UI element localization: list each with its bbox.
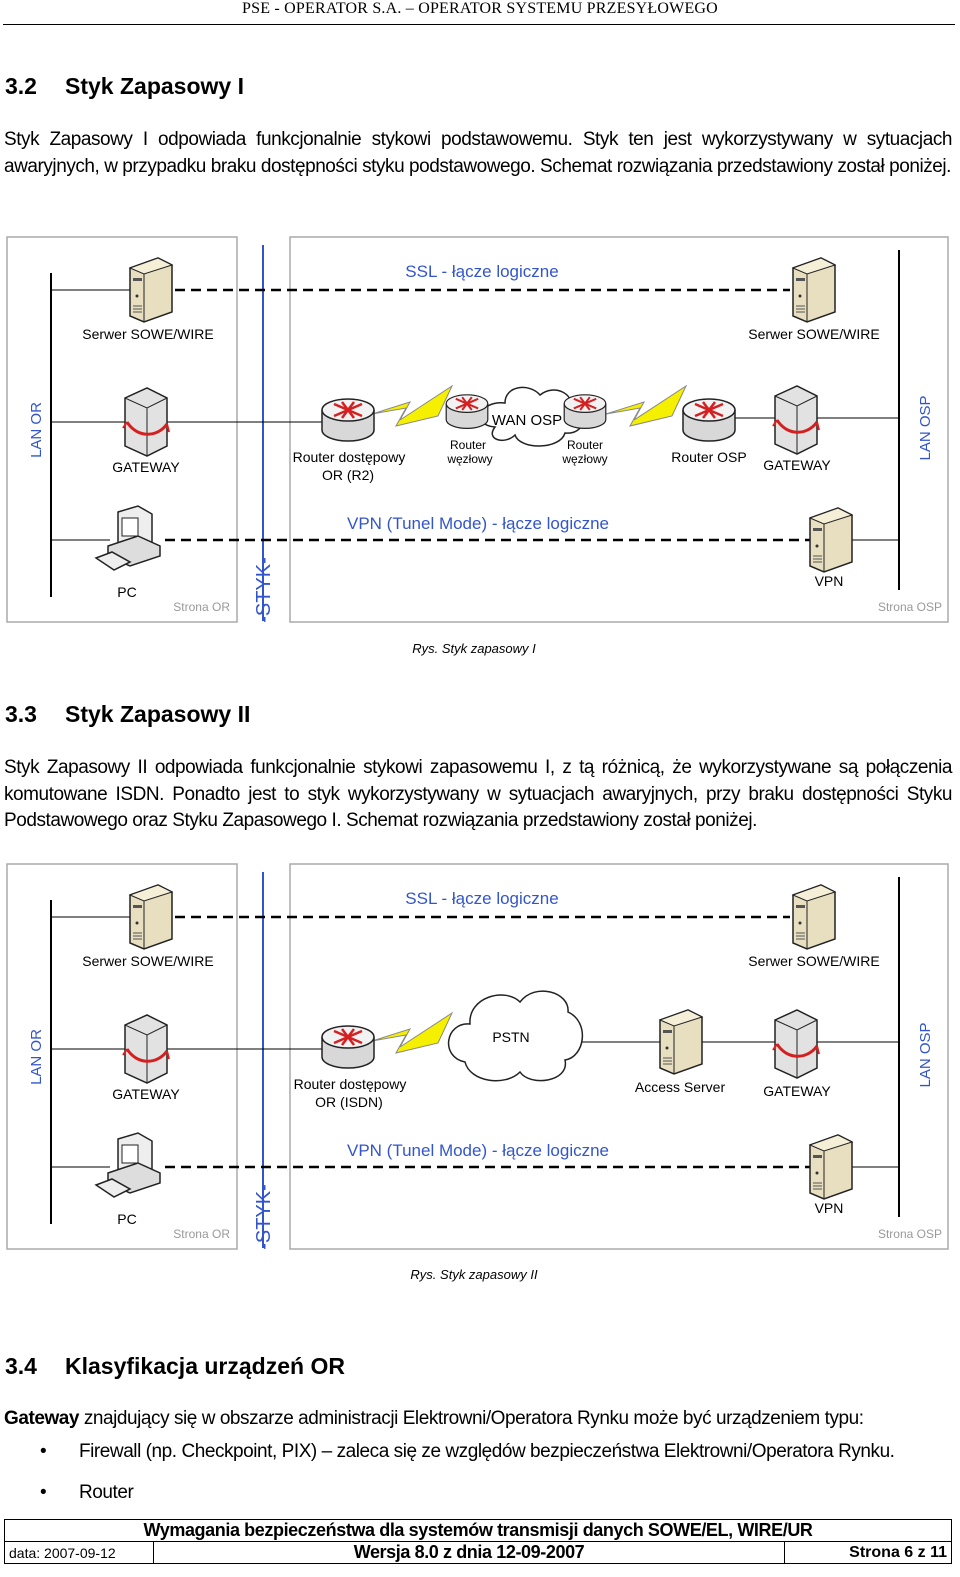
gateway-right-label: GATEWAY xyxy=(763,1083,831,1099)
gateway-left-label: GATEWAY xyxy=(112,1086,180,1102)
router-node-label: węzłowy xyxy=(561,452,607,466)
bullet-icon: • xyxy=(40,1441,47,1462)
router-node-label: Router xyxy=(450,438,486,452)
list-item-text: Firewall (np. Checkpoint, PIX) – zaleca … xyxy=(79,1441,895,1462)
router-osp-label: Router OSP xyxy=(671,449,746,465)
server-left-label: Serwer SOWE/WIRE xyxy=(82,953,213,969)
link-bolt-icon xyxy=(605,385,687,427)
strona-osp-box xyxy=(289,863,949,1250)
router-node-label: Router xyxy=(567,438,603,452)
diagram-styk-zapasowy-1: SSL - łącze logiczne Serwer SOWE/WIRE Se… xyxy=(6,236,949,623)
router-icon xyxy=(320,1024,376,1070)
server-icon xyxy=(792,884,836,950)
section-paragraph: Gateway znajdujący się w obszarze admini… xyxy=(4,1406,952,1433)
section-number: 3.4 xyxy=(5,1353,37,1379)
header-divider xyxy=(3,24,955,25)
server-icon xyxy=(129,884,173,950)
side-osp-label: Strona OSP xyxy=(878,1227,942,1241)
router-icon xyxy=(445,393,489,430)
router-access-label: Router dostępowy xyxy=(293,449,406,465)
section-number: 3.2 xyxy=(5,73,37,99)
vpn-label: VPN xyxy=(815,573,844,589)
router-access-label-2: OR (R2) xyxy=(322,467,374,483)
strona-or-box xyxy=(6,863,238,1250)
intro-text: znajdujący się w obszarze administracji … xyxy=(79,1408,864,1429)
section-paragraph: Styk Zapasowy I odpowiada funkcjonalnie … xyxy=(4,129,952,177)
router-access-label: Router dostępowy xyxy=(294,1076,407,1092)
section-heading-3-4: 3.4 Klasyfikacja urządzeń OR xyxy=(5,1353,345,1380)
link-bolt-icon xyxy=(371,1012,453,1054)
pc-icon xyxy=(95,505,161,571)
gateway-icon xyxy=(121,1013,171,1085)
server-right-label: Serwer SOWE/WIRE xyxy=(748,326,879,342)
side-or-label: Strona OR xyxy=(173,1227,230,1241)
bullet-icon: • xyxy=(40,1482,47,1503)
page-footer: Wymagania bezpieczeństwa dla systemów tr… xyxy=(4,1519,952,1564)
list-item-text: Router xyxy=(79,1482,134,1503)
section-title: Styk Zapasowy I xyxy=(65,73,244,99)
server-icon xyxy=(792,257,836,323)
page-header: PSE - OPERATOR S.A. – OPERATOR SYSTEMU P… xyxy=(242,0,718,17)
strona-osp-box xyxy=(289,236,949,623)
strona-or-box xyxy=(6,236,238,623)
gateway-right-label: GATEWAY xyxy=(763,457,831,473)
router-icon xyxy=(681,397,737,443)
server-icon xyxy=(129,257,173,323)
access-server-icon xyxy=(659,1009,703,1075)
footer-version: Wersja 8.0 z dnia 12-09-2007 xyxy=(153,1541,785,1564)
server-right-label: Serwer SOWE/WIRE xyxy=(748,953,879,969)
section-title: Klasyfikacja urządzeń OR xyxy=(65,1353,345,1379)
lan-or-label: LAN OR xyxy=(28,1029,45,1085)
link-bolt-icon xyxy=(371,385,453,427)
access-server-label: Access Server xyxy=(635,1079,726,1095)
gateway-term: Gateway xyxy=(4,1408,80,1429)
vpn-link-label: VPN (Tunel Mode) - łącze logiczne xyxy=(347,1141,609,1160)
ssl-label: SSL - łącze logiczne xyxy=(405,889,558,908)
section-title: Styk Zapasowy II xyxy=(65,701,251,727)
vpn-server-icon xyxy=(809,507,853,573)
router-node-label: węzłowy xyxy=(446,452,492,466)
wan-label: WAN OSP xyxy=(492,412,562,429)
figure-caption: Rys. Styk zapasowy I xyxy=(412,641,536,656)
vpn-label: VPN xyxy=(815,1200,844,1216)
router-icon xyxy=(563,393,607,430)
styk-label: -STYK- xyxy=(253,557,275,623)
footer-page-number: Strona 6 z 11 xyxy=(784,1541,952,1564)
pstn-label: PSTN xyxy=(492,1029,529,1045)
lan-osp-label: LAN OSP xyxy=(917,395,934,460)
router-access-label-2: OR (ISDN) xyxy=(315,1094,383,1110)
footer-title: Wymagania bezpieczeństwa dla systemów tr… xyxy=(4,1519,952,1542)
server-left-label: Serwer SOWE/WIRE xyxy=(82,326,213,342)
gateway-left-label: GATEWAY xyxy=(112,459,180,475)
side-osp-label: Strona OSP xyxy=(878,600,942,614)
side-or-label: Strona OR xyxy=(173,600,230,614)
footer-date: data: 2007-09-12 xyxy=(4,1541,154,1564)
section-number: 3.3 xyxy=(5,701,37,727)
gateway-icon xyxy=(771,384,821,456)
diagram-styk-zapasowy-2: SSL - łącze logiczne Serwer SOWE/WIRE Se… xyxy=(6,863,949,1250)
gateway-icon xyxy=(121,386,171,458)
pstn-cloud-icon xyxy=(448,990,584,1082)
lan-osp-label: LAN OSP xyxy=(917,1022,934,1087)
vpn-server-icon xyxy=(809,1134,853,1200)
vpn-link-label: VPN (Tunel Mode) - łącze logiczne xyxy=(347,514,609,533)
section-paragraph: Styk Zapasowy II odpowiada funkcjonalnie… xyxy=(4,757,952,831)
lan-or-label: LAN OR xyxy=(28,402,45,458)
router-icon xyxy=(320,397,376,443)
section-heading-3-2: 3.2 Styk Zapasowy I xyxy=(5,73,244,100)
pc-icon xyxy=(95,1132,161,1198)
figure-caption: Rys. Styk zapasowy II xyxy=(410,1267,538,1282)
ssl-label: SSL - łącze logiczne xyxy=(405,262,558,281)
styk-label: -STYK- xyxy=(253,1184,275,1250)
pc-label: PC xyxy=(117,1211,136,1227)
gateway-icon xyxy=(771,1008,821,1080)
section-heading-3-3: 3.3 Styk Zapasowy II xyxy=(5,701,250,728)
pc-label: PC xyxy=(117,584,136,600)
